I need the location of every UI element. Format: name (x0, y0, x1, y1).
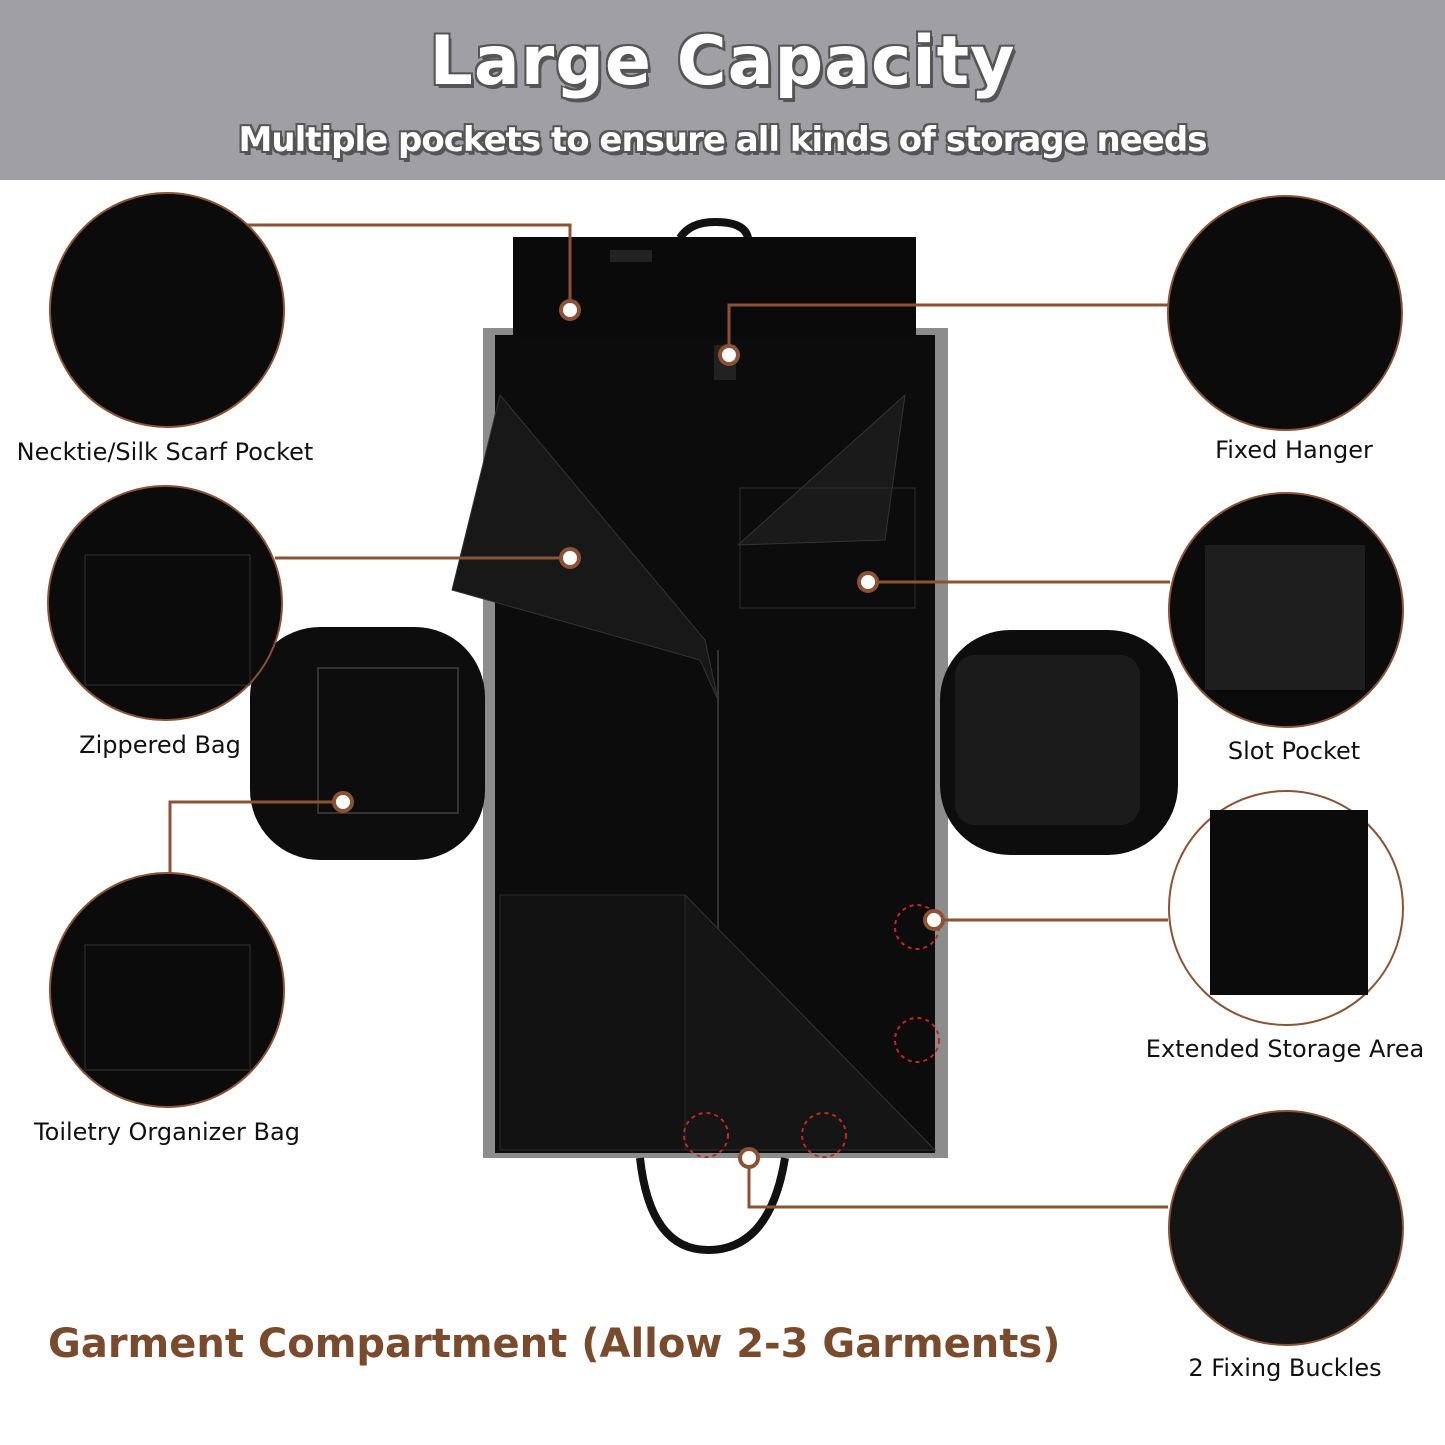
header-banner (0, 0, 1445, 180)
detail-necktie-pocket (49, 192, 285, 428)
detail-fixing-buckles (1168, 1110, 1404, 1346)
page-title: Large Capacity (429, 22, 1016, 101)
label-fixing-buckles: 2 Fixing Buckles (1188, 1354, 1381, 1382)
label-toiletry-bag: Toiletry Organizer Bag (33, 1118, 300, 1146)
detail-fixed-hanger (1167, 195, 1403, 431)
detail-toiletry-bag (49, 872, 285, 1108)
label-extended-storage: Extended Storage Area (1146, 1035, 1424, 1063)
label-slot-pocket: Slot Pocket (1228, 737, 1360, 765)
garment-bag (250, 217, 1178, 1255)
label-zippered-bag: Zippered Bag (79, 731, 241, 759)
callout-lines (168, 223, 1170, 1209)
detail-zippered-bag (47, 485, 283, 721)
footer-caption: Garment Compartment (Allow 2-3 Garments) (48, 1321, 1060, 1367)
label-fixed-hanger: Fixed Hanger (1215, 436, 1373, 464)
page-subtitle: Multiple pockets to ensure all kinds of … (238, 120, 1208, 160)
callout-dots (332, 299, 945, 1169)
label-necktie-pocket: Necktie/Silk Scarf Pocket (17, 438, 314, 466)
